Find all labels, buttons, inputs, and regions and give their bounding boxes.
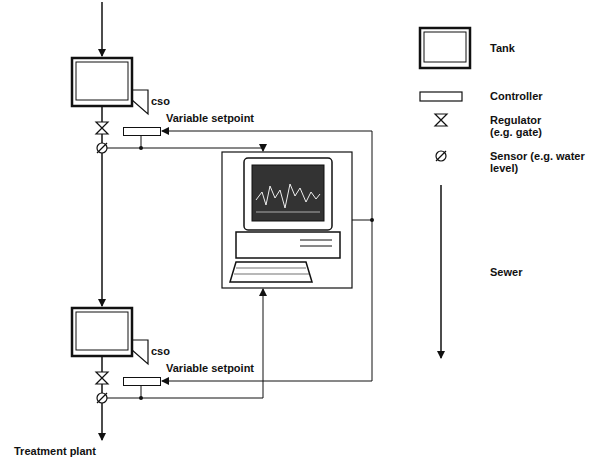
tank-legend-icon — [420, 28, 470, 68]
controller-legend-icon — [420, 92, 462, 101]
junction-dot — [139, 146, 143, 150]
legend-label: Regulator (e.g. gate) — [490, 114, 560, 138]
junction-dot — [370, 218, 374, 222]
setpoint-label: Variable setpoint — [166, 112, 254, 124]
computer-icon — [222, 152, 352, 288]
cso-weir — [132, 90, 148, 114]
junction-dot — [139, 396, 143, 400]
cso-weir — [132, 340, 148, 364]
regulator-gate — [96, 372, 108, 384]
controller-box: Variable setpoint — [123, 127, 161, 136]
setpoint-arrow — [162, 131, 372, 132]
sensor — [97, 393, 107, 403]
outlet-label: Treatment plant — [14, 445, 96, 457]
tank — [72, 308, 132, 356]
inflow-sewer — [101, 2, 103, 56]
sensor-legend-icon — [436, 151, 446, 161]
signal-wire — [107, 148, 263, 150]
legend-label: Sensor (e.g. water level) — [490, 150, 595, 174]
sensor — [97, 143, 107, 153]
signal-arrow — [263, 146, 264, 151]
sewer-legend-icon — [440, 185, 442, 358]
controller-box: Variable setpoint — [123, 377, 161, 386]
setpoint-wire — [372, 131, 373, 381]
regulator-gate — [96, 122, 108, 134]
signal-arrow — [263, 289, 264, 294]
sewer — [101, 106, 103, 306]
setpoint-wire — [352, 220, 372, 221]
legend-label: Sewer — [490, 266, 522, 278]
cso-label: cso — [151, 95, 170, 107]
setpoint-label: Variable setpoint — [166, 362, 254, 374]
cso-label: cso — [151, 345, 170, 357]
tank — [72, 58, 132, 106]
legend-label: Controller — [490, 90, 543, 102]
setpoint-arrow — [162, 381, 372, 382]
regulator-legend-icon — [435, 114, 447, 126]
legend-label: Tank — [490, 42, 515, 54]
signal-wire — [107, 292, 263, 398]
